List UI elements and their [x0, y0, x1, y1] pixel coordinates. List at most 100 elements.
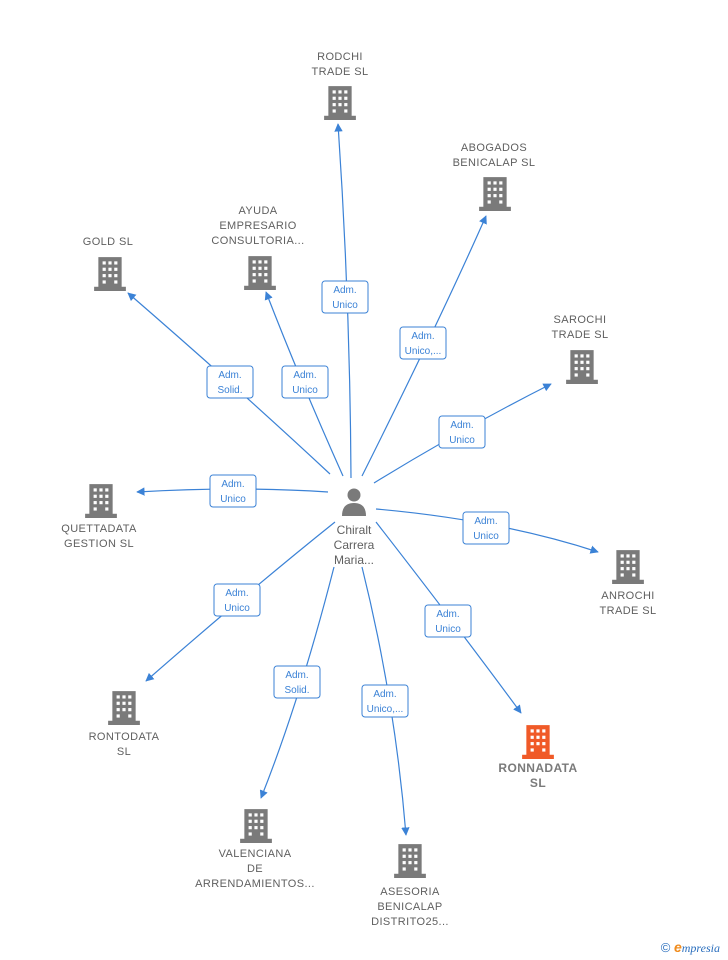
company-node-abogados[interactable]: ABOGADOS BENICALAP SL [453, 142, 536, 211]
role-badge-asesoria[interactable]: Adm. Unico,... [361, 684, 409, 718]
role-badge-anrochi[interactable]: Adm. Unico [462, 511, 510, 545]
role-badge-text: Unico [220, 494, 246, 505]
company-name-text: RONTODATA [89, 731, 160, 743]
role-badge-abogados[interactable]: Adm. Unico,... [399, 326, 447, 360]
person-name-text: Maria... [334, 553, 374, 567]
company-name-text: SL [530, 776, 546, 790]
role-badge-gold[interactable]: Adm. Solid. [206, 365, 254, 399]
role-badge-box [438, 415, 486, 449]
role-badge-text: Unico [292, 385, 318, 396]
role-badge-text: Adm. [285, 670, 308, 681]
role-badge-text: Adm. [293, 370, 316, 381]
role-badge-box [281, 365, 329, 399]
company-name-text: ABOGADOS [461, 142, 527, 154]
building-icon [522, 725, 554, 759]
role-badge-rontodata[interactable]: Adm. Unico [213, 583, 261, 617]
center-person-node[interactable]: ChiraltCarreraMaria... [334, 488, 375, 568]
role-badge-text: Adm. [218, 370, 241, 381]
company-name-text: DISTRITO25... [371, 916, 449, 928]
company-node-rontodata[interactable]: RONTODATA SL [89, 691, 160, 758]
company-node-ayuda[interactable]: AYUDA EMPRESARIO CONSULTORIA... [211, 205, 304, 290]
company-node-gold[interactable]: GOLD SL [83, 236, 134, 291]
person-icon [342, 488, 366, 516]
role-badge-text: Unico [224, 603, 250, 614]
role-badge-box [273, 665, 321, 699]
brand-logo-text: mpresia [681, 941, 720, 955]
role-badge-box [321, 280, 369, 314]
building-icon [244, 256, 276, 290]
building-icon [566, 350, 598, 384]
brand-logo-initial: e [673, 939, 682, 955]
company-node-quettadata[interactable]: QUETTADATA GESTION SL [61, 484, 137, 550]
role-badge-ronnadata[interactable]: Adm. Unico [424, 604, 472, 638]
building-icon [394, 844, 426, 878]
role-badge-text: Adm. [411, 331, 434, 342]
copyright-footer: © empresia [661, 939, 720, 956]
role-badge-box [424, 604, 472, 638]
role-badge-sarochi[interactable]: Adm. Unico [438, 415, 486, 449]
building-icon [94, 257, 126, 291]
company-node-anrochi[interactable]: ANROCHI TRADE SL [600, 550, 657, 617]
role-badge-text: Unico [435, 624, 461, 635]
company-name-text: SL [117, 746, 131, 758]
company-node-valenciana[interactable]: VALENCIANA DE ARRENDAMIENTOS... [195, 809, 315, 890]
role-badge-box [399, 326, 447, 360]
building-icon [240, 809, 272, 843]
company-name-text: TRADE SL [312, 66, 369, 78]
company-name-text: SAROCHI [554, 314, 607, 326]
company-name-text: AYUDA [238, 205, 277, 217]
building-icon [324, 86, 356, 120]
role-badge-box [462, 511, 510, 545]
role-badge-quettadata[interactable]: Adm. Unico [209, 474, 257, 508]
role-badge-ayuda[interactable]: Adm. Unico [281, 365, 329, 399]
role-badge-box [206, 365, 254, 399]
role-badge-text: Unico [449, 435, 475, 446]
company-name-text: DE [247, 863, 263, 875]
role-badge-text: Adm. [373, 689, 396, 700]
company-name-text: BENICALAP SL [453, 157, 536, 169]
role-badge-text: Adm. [221, 479, 244, 490]
company-name-text: ARRENDAMIENTOS... [195, 878, 315, 890]
company-name-text: TRADE SL [600, 605, 657, 617]
role-badge-text: Adm. [333, 285, 356, 296]
company-node-rodchi[interactable]: RODCHI TRADE SL [312, 51, 369, 120]
role-badge-text: Adm. [450, 420, 473, 431]
company-name-text: RODCHI [317, 51, 363, 63]
person-name-text: Chiralt [337, 523, 372, 537]
company-name-text: ANROCHI [601, 590, 655, 602]
role-badge-text: Unico [332, 300, 358, 311]
company-name-text: GOLD SL [83, 236, 134, 248]
building-icon [612, 550, 644, 584]
role-badge-box [209, 474, 257, 508]
company-name-text: QUETTADATA [61, 523, 137, 535]
company-name-text: ASESORIA [380, 886, 440, 898]
role-badge-text: Adm. [436, 609, 459, 620]
role-badge-text: Solid. [284, 685, 309, 696]
role-badge-text: Unico [473, 531, 499, 542]
building-icon [108, 691, 140, 725]
role-badge-text: Adm. [474, 516, 497, 527]
company-name-text: CONSULTORIA... [211, 235, 304, 247]
person-name-text: Carrera [334, 538, 375, 552]
company-name-text: BENICALAP [377, 901, 442, 913]
role-badge-text: Unico,... [367, 704, 404, 715]
role-badge-valenciana[interactable]: Adm. Solid. [273, 665, 321, 699]
company-name-text: RONNADATA [498, 761, 577, 775]
company-node-asesoria[interactable]: ASESORIA BENICALAP DISTRITO25... [371, 844, 449, 928]
role-badge-text: Adm. [225, 588, 248, 599]
company-name-text: GESTION SL [64, 538, 134, 550]
role-badge-box [213, 583, 261, 617]
copyright-symbol: © [660, 940, 671, 955]
company-name-text: EMPRESARIO [219, 220, 296, 232]
role-badge-text: Solid. [217, 385, 242, 396]
building-icon [85, 484, 117, 518]
role-badge-text: Unico,... [405, 346, 442, 357]
role-badge-box [361, 684, 409, 718]
company-name-text: TRADE SL [552, 329, 609, 341]
role-badge-rodchi[interactable]: Adm. Unico [321, 280, 369, 314]
building-icon [479, 177, 511, 211]
company-node-sarochi[interactable]: SAROCHI TRADE SL [552, 314, 609, 384]
company-name-text: VALENCIANA [219, 848, 292, 860]
